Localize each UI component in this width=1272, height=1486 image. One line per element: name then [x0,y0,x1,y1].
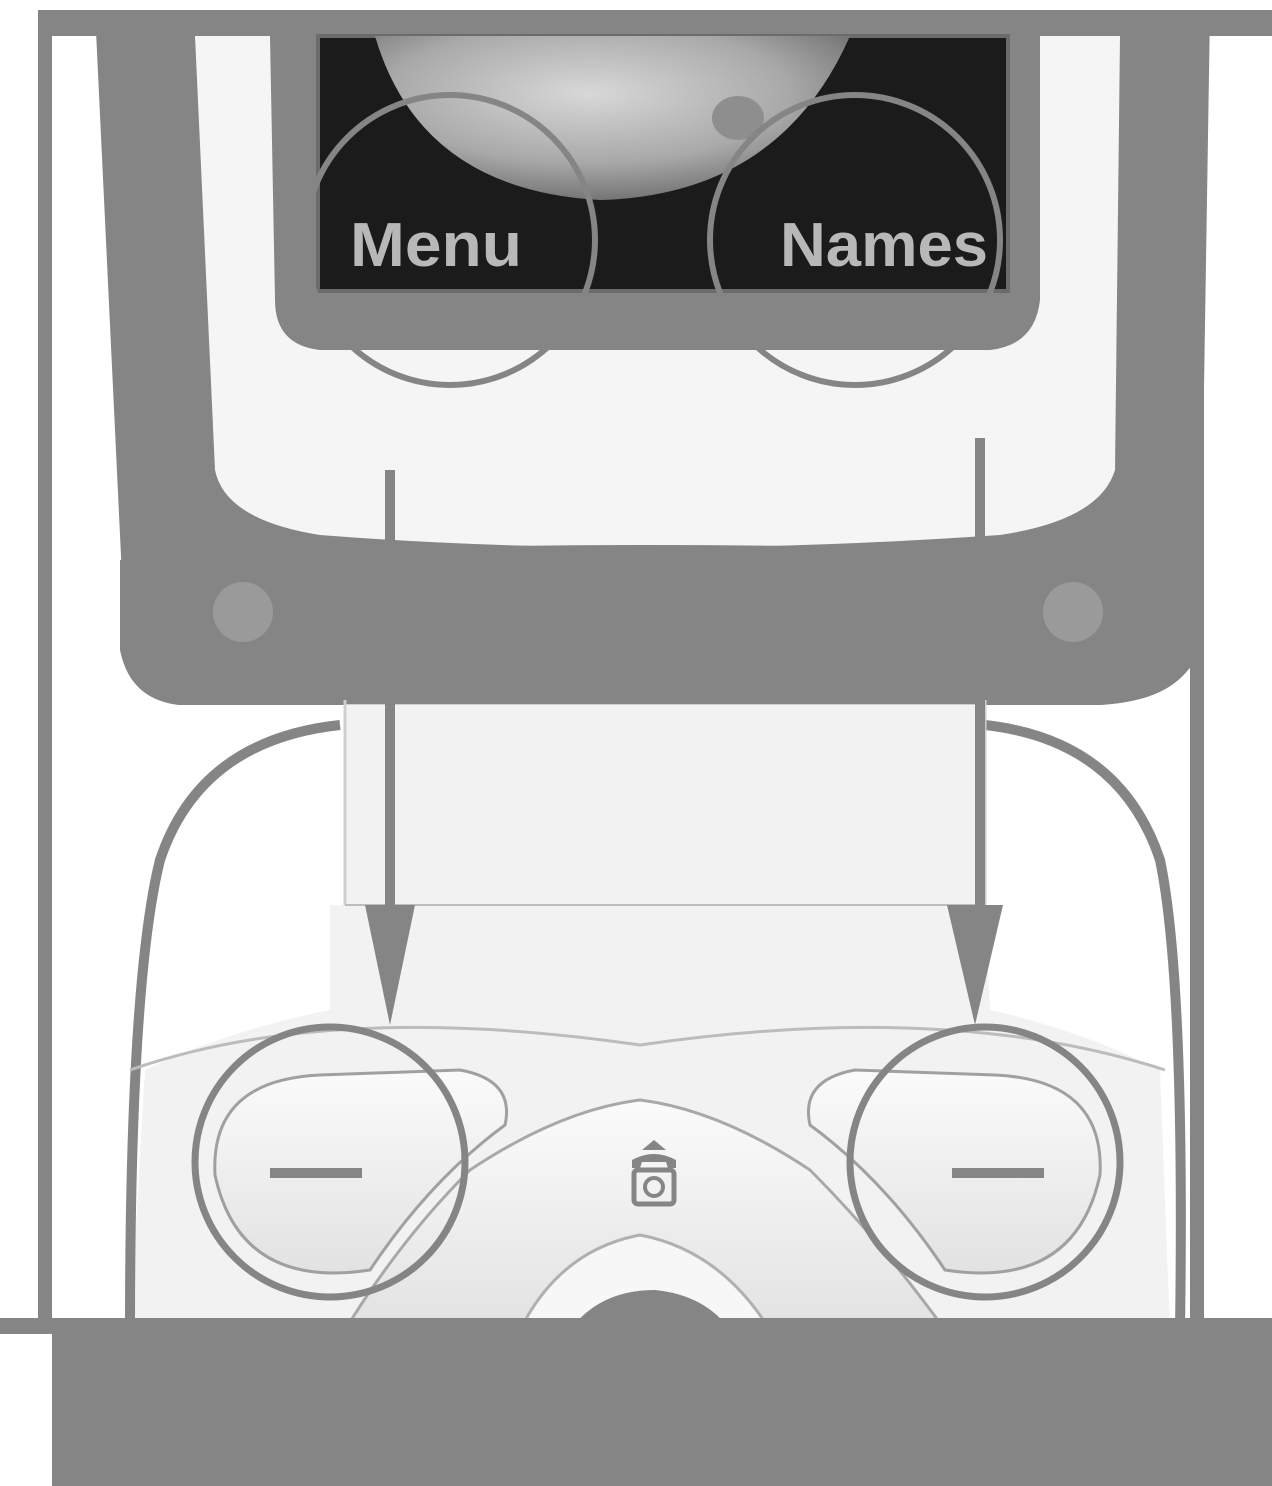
phone-screen: Menu Names [318,36,1008,291]
right-softkey-minus-icon [952,1168,1044,1178]
left-softkey-label: Menu [350,211,522,280]
right-softkey-label: Names [780,211,988,280]
right-screw [1043,582,1103,642]
left-softkey-minus-icon [270,1168,362,1178]
right-arrow-shaft [975,438,985,950]
left-screw [213,582,273,642]
flip-bezel [120,545,1200,705]
bottom-band [52,1330,1272,1486]
left-arrow-shaft [385,470,395,950]
